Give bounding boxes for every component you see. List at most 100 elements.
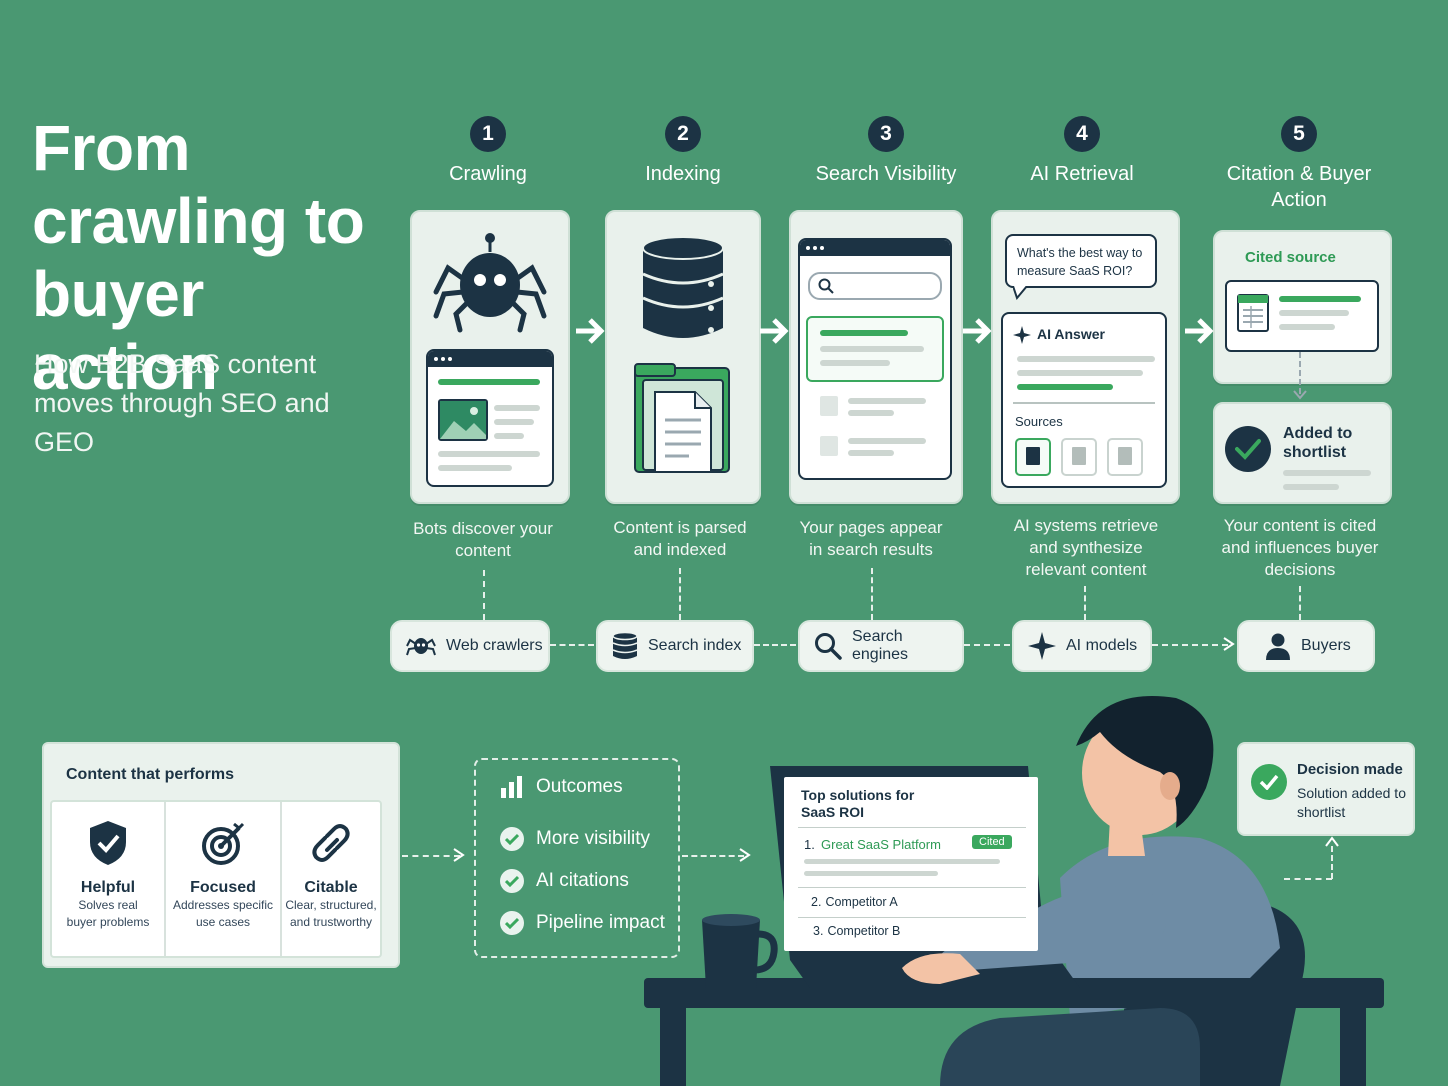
search-results-page — [798, 238, 952, 480]
result-name: Great SaaS Platform — [821, 837, 941, 852]
quality-detail: Addresses specific use cases — [172, 898, 274, 929]
page-title: From crawling to buyer action — [32, 112, 365, 403]
ai-answer-label: AI Answer — [1037, 326, 1105, 342]
user-icon — [1266, 633, 1290, 660]
arrow-right-icon — [963, 318, 992, 344]
arrow-right-icon — [576, 318, 605, 344]
outcomes-box: Outcomes More visibility AI citations Pi… — [474, 758, 680, 958]
search-card — [789, 210, 963, 504]
crawled-page — [426, 349, 554, 487]
result-row: 2.Competitor A — [811, 895, 898, 909]
step-4-name: AI Retrieval — [1030, 163, 1134, 185]
shortlist-card: Added to shortlist — [1213, 402, 1392, 504]
actor-search-index: Search index — [596, 620, 754, 672]
database-icon — [612, 632, 638, 659]
cited-badge: Cited — [972, 835, 1012, 849]
source-doc-icon — [1061, 438, 1097, 476]
result-row: 3.Competitor B — [813, 924, 901, 938]
step-5-number: 5 — [1281, 116, 1317, 152]
step-5-name: Citation & Buyer Action — [1226, 163, 1372, 211]
decision-title: Decision made — [1297, 761, 1403, 778]
question-bubble: What's the best way to measure SaaS ROI? — [1005, 234, 1157, 288]
outcomes-header: Outcomes — [500, 776, 623, 798]
link-icon — [312, 824, 350, 862]
step-4-number: 4 — [1064, 116, 1100, 152]
ai-retrieval-card: What's the best way to measure SaaS ROI?… — [991, 210, 1180, 504]
database-icon — [642, 236, 724, 338]
actor-label: Search engines — [852, 628, 909, 663]
search-icon — [815, 633, 842, 660]
decision-card: Decision made Solution added to shortlis… — [1237, 742, 1415, 836]
step-2-number: 2 — [665, 116, 701, 152]
shield-check-icon — [90, 821, 126, 865]
crawling-card — [410, 210, 570, 504]
cited-source-label: Cited source — [1245, 249, 1336, 266]
actor-label: Buyers — [1301, 637, 1351, 654]
quality-detail: Solves real buyer problems — [66, 898, 150, 929]
cited-source-preview — [1225, 280, 1379, 352]
step-1-name: Crawling — [449, 163, 527, 185]
actor-label: Web crawlers — [446, 637, 543, 654]
check-icon — [500, 827, 524, 851]
result-rank: 1. — [804, 837, 815, 852]
actor-search-engines: Search engines — [798, 620, 964, 672]
outcomes-title: Outcomes — [536, 776, 623, 797]
actor-label: AI models — [1066, 637, 1138, 654]
bar-chart-icon — [501, 776, 522, 798]
content-qualities: Helpful Solves real buyer problems Focus… — [50, 800, 382, 958]
check-icon — [500, 869, 524, 893]
folder-document-icon — [634, 363, 730, 473]
added-to-shortlist-label: Added to shortlist — [1283, 425, 1353, 461]
step-1-description: Bots discover your content — [413, 519, 553, 560]
source-doc-icon — [1015, 438, 1051, 476]
actor-label: Search index — [648, 637, 742, 654]
indexing-card — [605, 210, 761, 504]
arrow-right-icon — [1185, 318, 1214, 344]
step-3-number: 3 — [868, 116, 904, 152]
quality-name: Focused — [190, 879, 256, 896]
outcome-item: AI citations — [500, 860, 665, 902]
quality-detail: Clear, structured, and trustworthy — [285, 898, 377, 929]
actor-web-crawlers: Web crawlers — [390, 620, 550, 672]
laptop-screen: Top solutions for SaaS ROI 1. Great SaaS… — [784, 777, 1038, 951]
step-2-name: Indexing — [645, 163, 721, 185]
sources-label: Sources — [1015, 414, 1063, 429]
step-2-description: Content is parsed and indexed — [613, 518, 747, 559]
check-icon — [1251, 764, 1287, 800]
laptop-heading: Top solutions for SaaS ROI — [801, 787, 915, 820]
spider-icon — [433, 233, 547, 333]
highlighted-result — [806, 316, 944, 382]
arrow-head-icon — [1223, 637, 1235, 651]
decision-detail: Solution added to shortlist — [1297, 785, 1406, 820]
outcome-item: Pipeline impact — [500, 902, 665, 944]
search-icon — [818, 278, 834, 294]
quality-focused: Focused Addresses specific use cases — [166, 802, 282, 956]
outcome-item: More visibility — [500, 818, 665, 860]
ai-answer-panel: AI Answer Sources — [1001, 312, 1167, 488]
spider-icon — [406, 638, 436, 656]
search-bar — [808, 272, 942, 300]
step-3-name: Search Visibility — [815, 163, 957, 185]
check-icon — [1225, 426, 1271, 472]
step-1-number: 1 — [470, 116, 506, 152]
arrow-up-icon — [1325, 836, 1339, 847]
quality-name: Helpful — [80, 879, 136, 896]
outcomes-list: More visibility AI citations Pipeline im… — [500, 818, 665, 944]
page-subtitle: How B2B SaaS content moves through SEO a… — [34, 349, 330, 457]
arrow-head-icon — [739, 848, 751, 862]
actor-buyers: Buyers — [1237, 620, 1375, 672]
step-4-description: AI systems retrieve and synthesize relev… — [1013, 516, 1159, 579]
target-icon — [202, 822, 245, 865]
check-icon — [500, 911, 524, 935]
quality-name: Citable — [304, 879, 358, 896]
step-5-description: Your content is cited and influences buy… — [1221, 516, 1379, 579]
spreadsheet-icon — [1237, 294, 1269, 332]
quality-citable: Citable Clear, structured, and trustwort… — [282, 802, 380, 956]
source-doc-icon — [1107, 438, 1143, 476]
arrow-right-icon — [760, 318, 789, 344]
content-panel: Content that performs Helpful Solves rea… — [42, 742, 400, 968]
actor-ai-models: AI models — [1012, 620, 1152, 672]
content-panel-title: Content that performs — [66, 766, 234, 783]
quality-helpful: Helpful Solves real buyer problems — [52, 802, 166, 956]
sparkle-icon — [1013, 326, 1031, 344]
